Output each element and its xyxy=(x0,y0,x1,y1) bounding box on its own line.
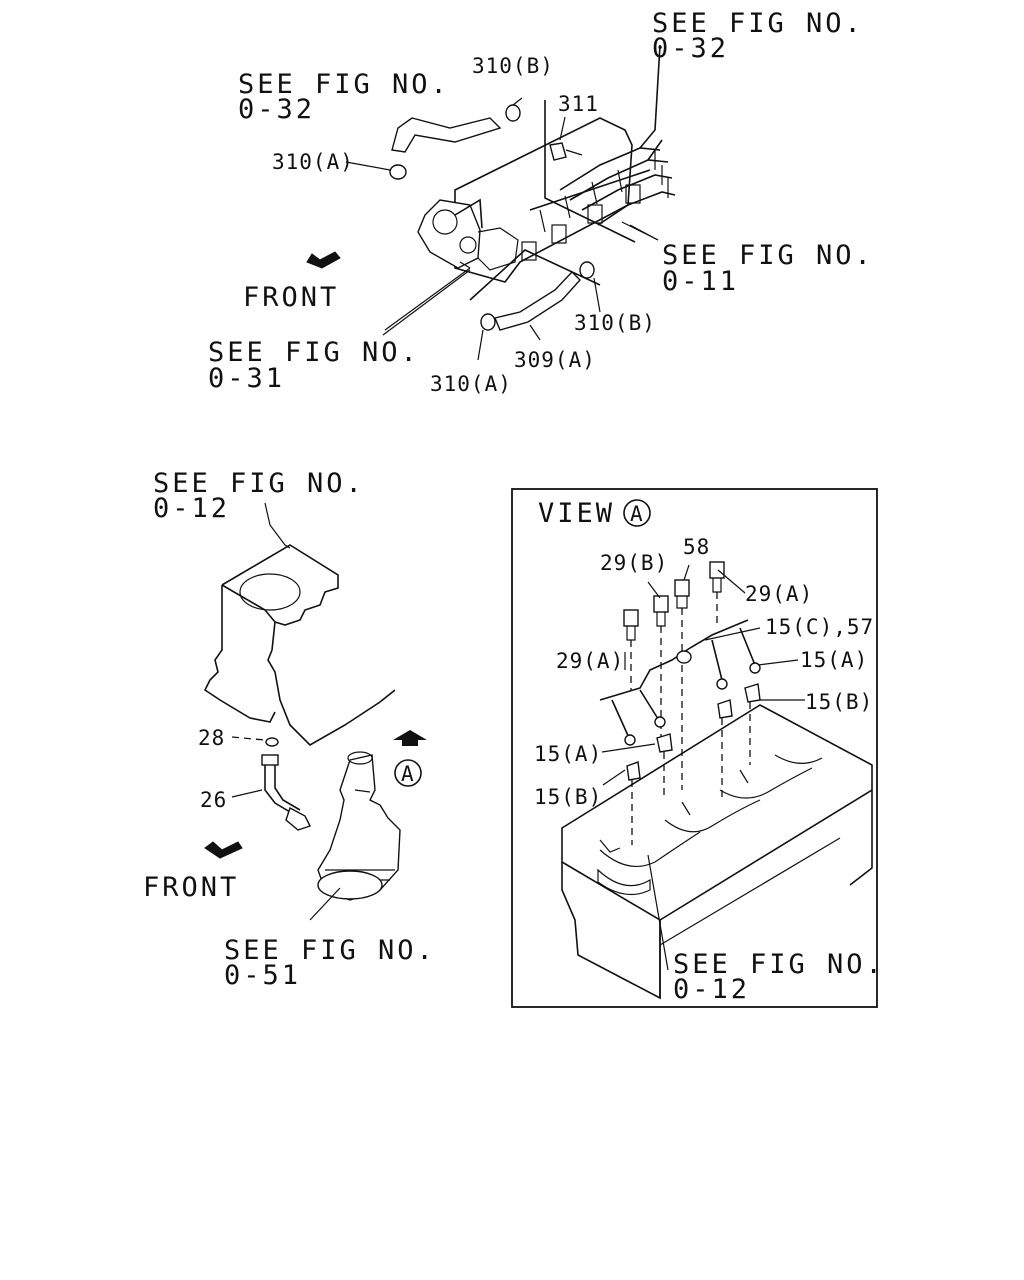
view-a-frame xyxy=(511,488,878,1008)
clamp-310b-top xyxy=(505,104,521,122)
cylinder-block-outline xyxy=(221,544,396,746)
o-ring-28 xyxy=(265,737,279,747)
see-fig-012-a-line1: SEE FIG NO. xyxy=(153,468,365,499)
part-15b-left: 15(B) xyxy=(534,785,602,809)
bolt-58 xyxy=(674,579,690,655)
part-310a-bottom: 310(A) xyxy=(430,372,512,396)
front-arrow-left xyxy=(204,841,243,859)
clamp-310b-right xyxy=(579,261,595,279)
see-fig-051-line1: SEE FIG NO. xyxy=(224,935,436,966)
see-fig-011-line2: 0-11 xyxy=(662,266,739,297)
view-a-circle xyxy=(623,499,651,527)
front-label-left: FRONT xyxy=(143,872,239,903)
clamp-310a-top xyxy=(389,164,407,180)
part-28: 28 xyxy=(198,726,225,750)
front-arrow-top xyxy=(306,251,341,269)
part-311: 311 xyxy=(558,92,599,116)
part-58: 58 xyxy=(683,535,710,559)
view-a-assembly xyxy=(561,561,873,1000)
see-fig-012-b-line2: 0-12 xyxy=(673,974,750,1005)
view-marker-left: A xyxy=(401,762,415,786)
see-fig-032-a-line1: SEE FIG NO. xyxy=(238,69,450,100)
injection-pipes xyxy=(559,147,676,226)
cylinder-head-outline xyxy=(454,117,633,283)
part-15a-left: 15(A) xyxy=(534,742,602,766)
part-310a-top: 310(A) xyxy=(272,150,354,174)
see-fig-032-b-line2: 0-32 xyxy=(652,33,729,64)
part-15b-right: 15(B) xyxy=(805,690,873,714)
part-310b-right: 310(B) xyxy=(574,311,656,335)
part-15a-right: 15(A) xyxy=(800,648,868,672)
bolt-311 xyxy=(549,142,567,161)
see-fig-011-line1: SEE FIG NO. xyxy=(662,240,874,271)
see-fig-032-a-line2: 0-32 xyxy=(238,94,315,125)
top-assembly xyxy=(306,44,676,361)
nozzle-15b-left xyxy=(626,761,641,781)
see-fig-031-line2: 0-31 xyxy=(208,363,285,394)
view-block-outline xyxy=(561,704,873,921)
nozzle-15a-left xyxy=(656,733,673,753)
see-fig-032-b-line1: SEE FIG NO. xyxy=(652,8,864,39)
view-a-arrow xyxy=(393,730,427,746)
oil-jet-pipe-15c xyxy=(599,619,749,701)
bolt-29a-left xyxy=(623,609,639,690)
bolt-29b xyxy=(653,595,669,740)
see-fig-012-b-line1: SEE FIG NO. xyxy=(673,949,885,980)
nozzle-15b-right xyxy=(717,699,733,719)
see-fig-012-a-line2: 0-12 xyxy=(153,493,230,524)
part-309a: 309(A) xyxy=(514,348,596,372)
bolt-29a-right xyxy=(709,561,725,625)
view-a-marker: A xyxy=(630,502,644,526)
hose-309a xyxy=(494,270,581,331)
part-26: 26 xyxy=(200,788,227,812)
part-310b-top: 310(B) xyxy=(472,54,554,78)
oil-pipe-26 xyxy=(264,760,301,816)
front-label-top: FRONT xyxy=(243,282,339,313)
part-29a-right: 29(A) xyxy=(745,582,813,606)
view-a-title: VIEW xyxy=(538,498,615,529)
left-assembly xyxy=(203,502,427,921)
view-a-circle-left xyxy=(394,759,422,787)
part-29b: 29(B) xyxy=(600,551,668,575)
nozzle-15a-right xyxy=(744,683,761,703)
part-15c-57: 15(C),57 xyxy=(765,615,874,639)
upper-hose xyxy=(391,117,502,153)
see-fig-051-line2: 0-51 xyxy=(224,960,301,991)
part-29a-left: 29(A) xyxy=(556,649,624,673)
clamp-310a-bottom xyxy=(480,313,496,331)
see-fig-031-line1: SEE FIG NO. xyxy=(208,337,420,368)
